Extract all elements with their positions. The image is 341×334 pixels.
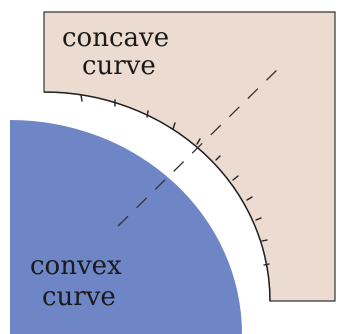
concave-label-line2: curve (82, 51, 156, 81)
edge-tick (172, 122, 176, 130)
convex-label-line1: convex (30, 251, 122, 281)
edge-tick (255, 217, 262, 221)
convex-region (10, 120, 242, 334)
dashed-center-line (117, 65, 282, 227)
edge-tick (146, 110, 149, 118)
edge-tick (263, 263, 270, 266)
edge-ticks (80, 94, 270, 266)
edge-tick (215, 155, 221, 161)
edge-tick (261, 239, 268, 242)
concave-edge (43, 91, 271, 302)
edge-tick (246, 196, 253, 201)
convex-label-line2: curve (42, 282, 116, 312)
edge-tick (232, 175, 239, 181)
concave-label-line1: concave (62, 23, 169, 53)
edge-tick (196, 138, 201, 145)
edge-tick (80, 94, 83, 102)
